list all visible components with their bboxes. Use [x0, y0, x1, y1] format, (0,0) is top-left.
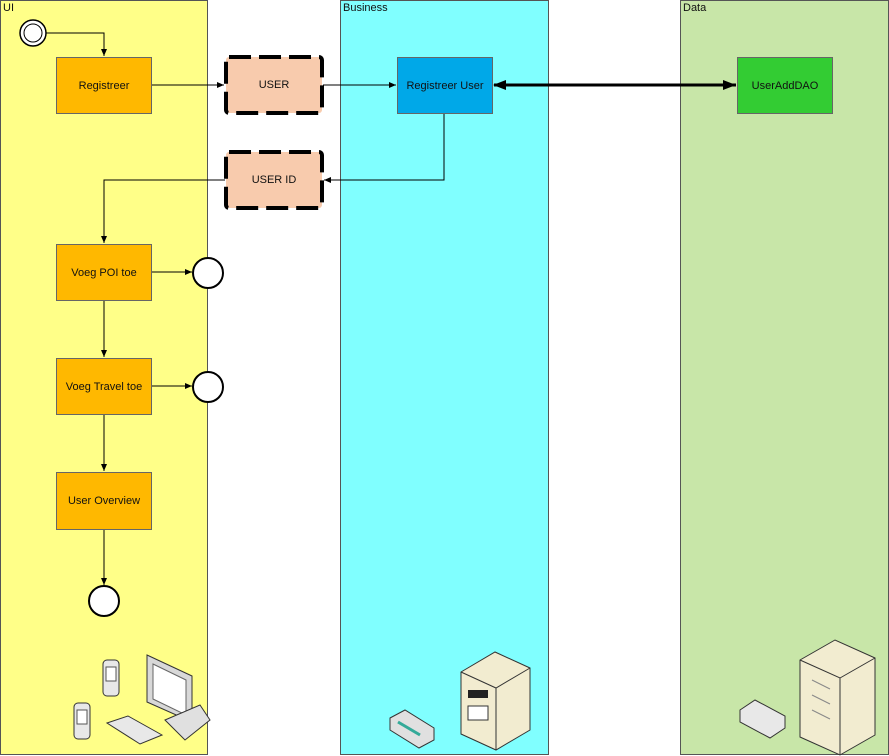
activity-registreer-user: Registreer User [397, 57, 493, 114]
mainframe-icon [739, 639, 876, 756]
flow-final-node-travel [192, 371, 224, 403]
initial-node [19, 19, 47, 47]
pda-icon [73, 659, 120, 740]
desktop-computer-icon [146, 654, 211, 741]
object-user-id: USER ID [251, 174, 297, 186]
network-switch-icon [389, 709, 435, 749]
activity-final-node [88, 585, 120, 617]
flow-final-node-poi [192, 257, 224, 289]
activity-user-add-dao: UserAddDAO [737, 57, 833, 114]
object-user-frame [224, 55, 324, 115]
business-lane-title: Business [343, 2, 388, 14]
server-icon [460, 651, 531, 751]
data-lane-title: Data [683, 2, 707, 14]
flow-registreer-user-to-userid [324, 114, 445, 183]
object-user: USER [258, 79, 290, 91]
data-lane: Data [680, 0, 889, 755]
flow-userid-to-voeg-poi [101, 179, 225, 243]
flow-initial-to-registreer [46, 32, 107, 56]
activity-voeg-travel-toe: Voeg Travel toe [56, 358, 152, 415]
ui-lane-title: UI [3, 2, 14, 14]
keyboard-icon [105, 715, 164, 745]
activity-registreer: Registreer [56, 57, 152, 114]
activity-voeg-poi-toe: Voeg POI toe [56, 244, 152, 301]
object-userid-frame [224, 150, 324, 210]
activity-user-overview: User Overview [56, 472, 152, 530]
